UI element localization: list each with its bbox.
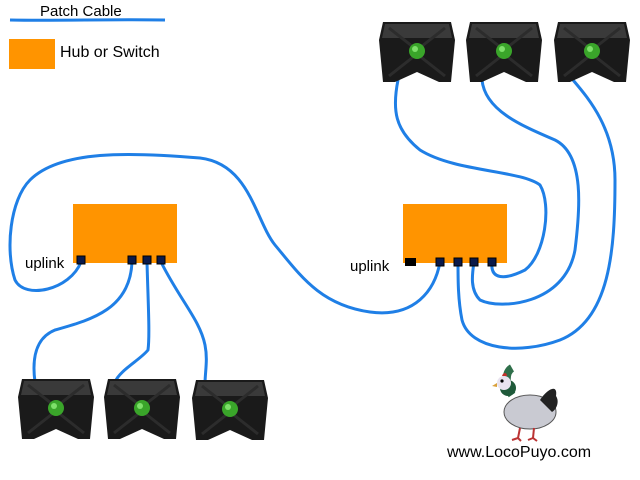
hub-right-port-1 bbox=[435, 257, 445, 267]
xbox-console-icon bbox=[102, 377, 182, 441]
hub-left-port-3 bbox=[156, 255, 166, 265]
xbox-console-icon bbox=[377, 20, 457, 84]
hub-left-uplink-port bbox=[76, 255, 86, 265]
hub-right-port-2 bbox=[453, 257, 463, 267]
hub-right bbox=[403, 204, 507, 267]
hub-left-port-1 bbox=[127, 255, 137, 265]
cable-uplink-left-to-right-hub bbox=[8, 152, 442, 315]
chicken-mascot-icon bbox=[492, 364, 558, 442]
xbox-console-icon bbox=[552, 20, 632, 84]
legend-cable-line bbox=[9, 18, 166, 22]
cable-left-hub-port1 bbox=[32, 260, 134, 384]
cable-right-hub-port1 bbox=[393, 78, 548, 279]
hub-right-port-4 bbox=[487, 257, 497, 267]
uplink-label-left: uplink bbox=[25, 255, 65, 272]
hub-left-port-2 bbox=[142, 255, 152, 265]
cable-right-hub-port3 bbox=[456, 78, 617, 350]
site-url: www.LocoPuyo.com bbox=[447, 444, 592, 461]
cable-left-hub-port2 bbox=[113, 260, 151, 384]
hub-left bbox=[73, 204, 177, 265]
legend-hub-label: Hub or Switch bbox=[60, 44, 160, 61]
xbox-console-icon bbox=[190, 378, 270, 442]
hub-right-uplink-port bbox=[405, 258, 416, 266]
xbox-console-icon bbox=[16, 377, 96, 441]
cable-left-hub-port3 bbox=[159, 260, 208, 386]
xbox-console-icon bbox=[464, 20, 544, 84]
hub-right-port-3 bbox=[469, 257, 479, 267]
legend-cable-label: Patch Cable bbox=[40, 3, 122, 20]
cable-right-hub-port2 bbox=[470, 78, 581, 306]
legend-hub-swatch bbox=[9, 39, 55, 69]
uplink-label-right: uplink bbox=[350, 258, 390, 275]
